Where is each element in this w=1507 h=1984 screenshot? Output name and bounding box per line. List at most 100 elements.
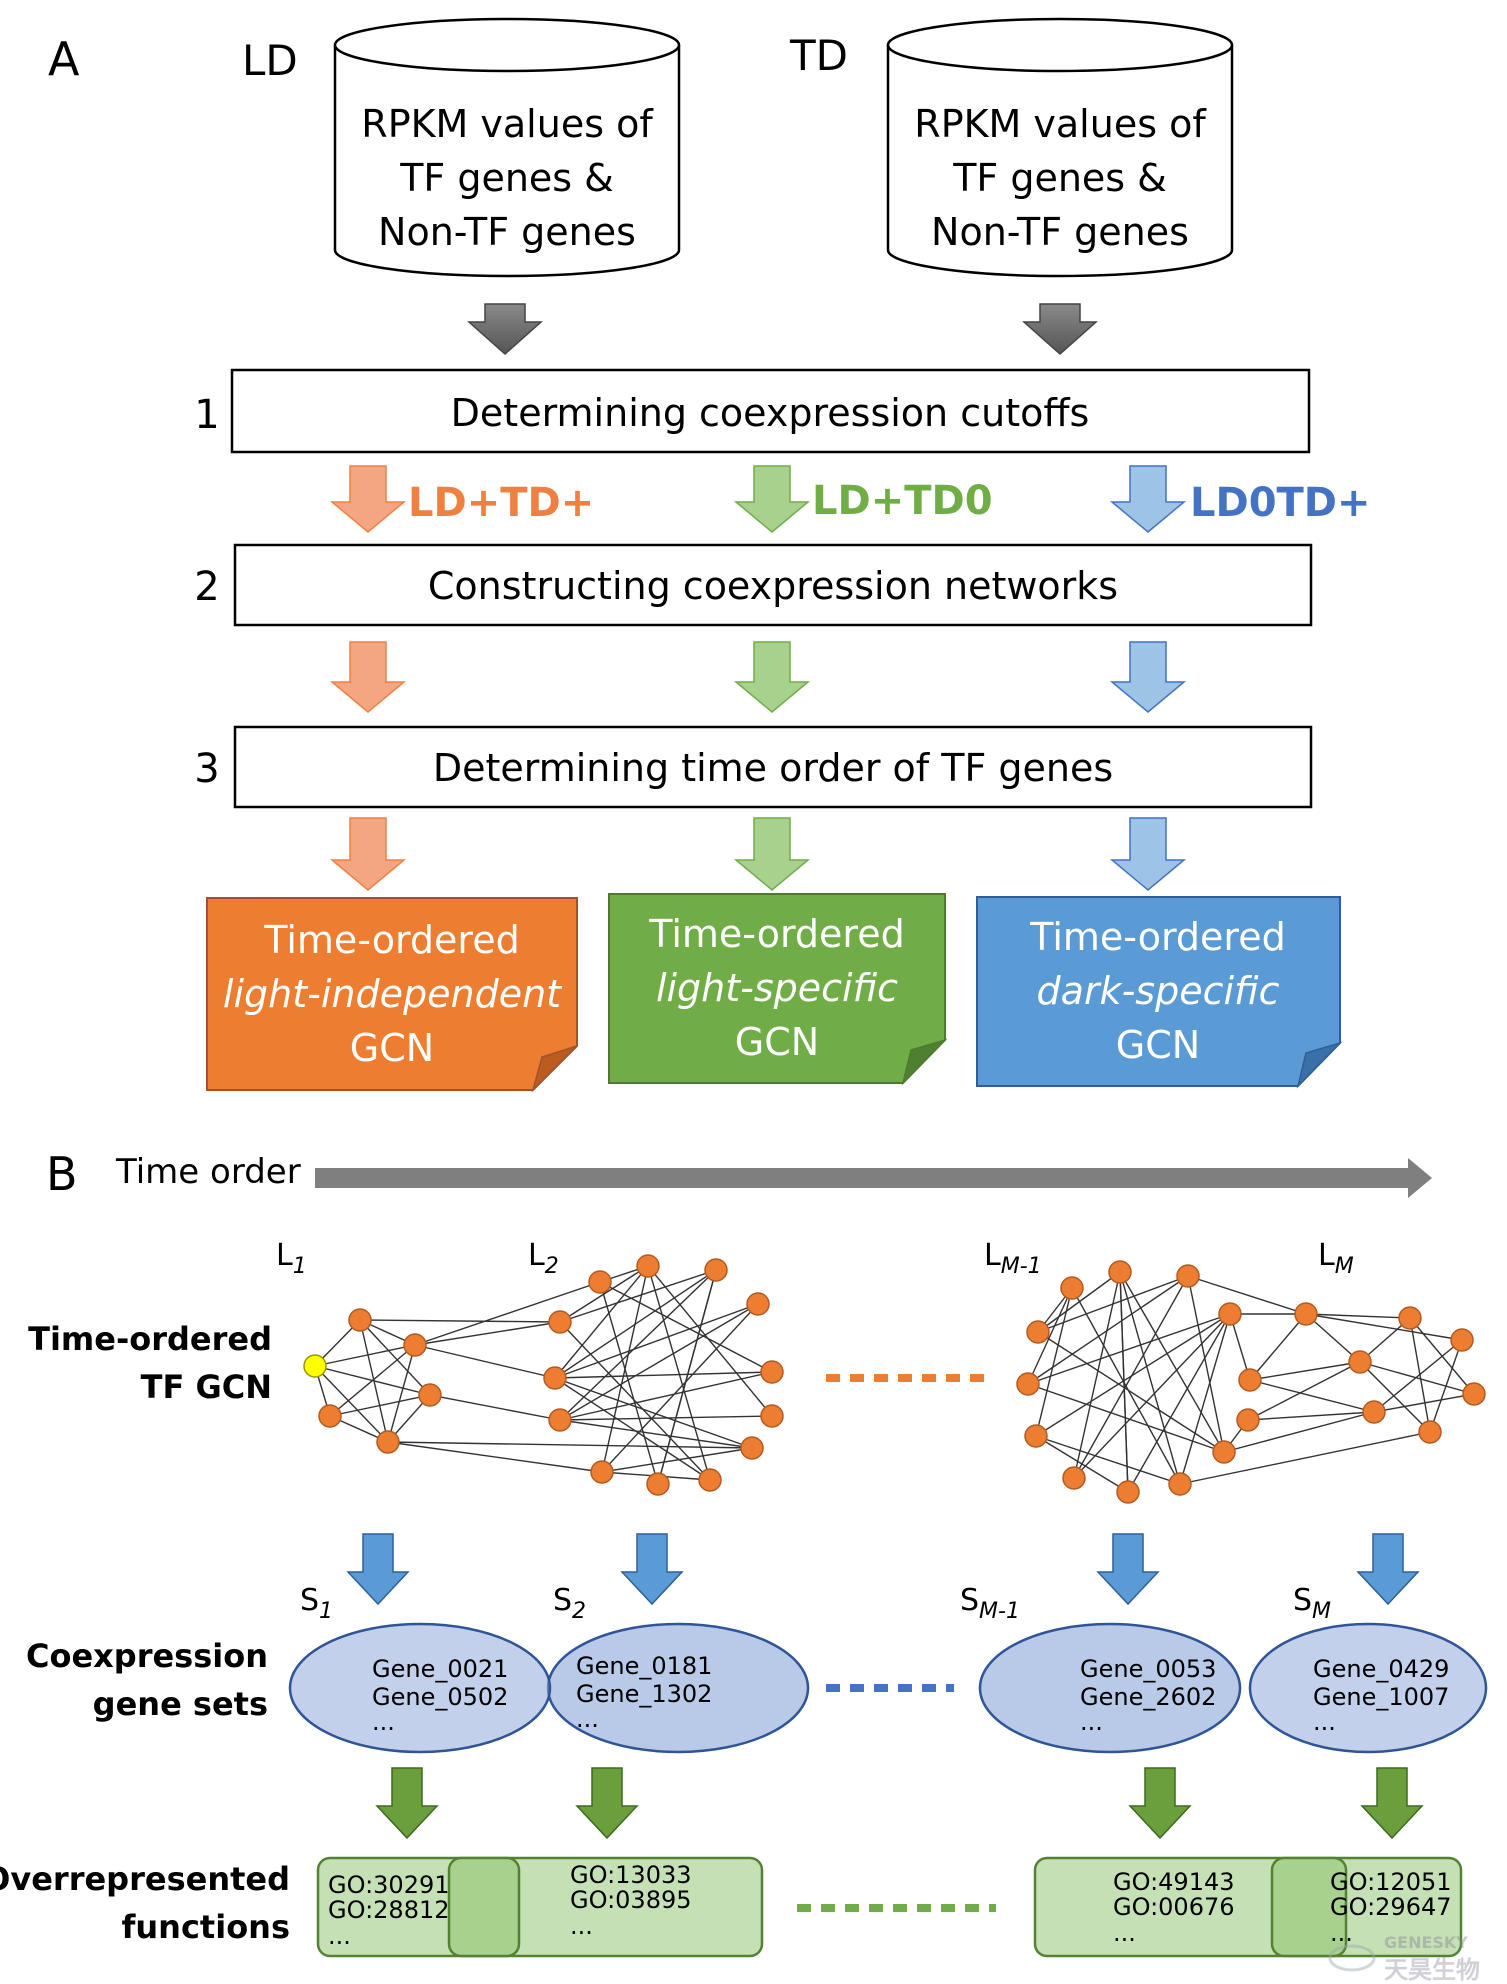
tf-node-d5 — [1398, 1306, 1422, 1330]
network-edge-83 — [1359, 1361, 1431, 1433]
ld-title: LD — [242, 36, 298, 85]
layer-label-l2: L2 — [528, 1238, 559, 1279]
sm-gene-1: Gene_0429 — [1313, 1655, 1449, 1683]
tf-node-d9 — [1362, 1400, 1386, 1424]
network-edge-26 — [599, 1281, 659, 1485]
arrow-ld-td-plus-row-2 — [329, 641, 407, 713]
tf-node-d8 — [1418, 1420, 1442, 1444]
set-arrow-2 — [620, 1533, 684, 1606]
network-edge-32 — [554, 1269, 717, 1379]
sm-1-gene-2: Gene_2602 — [1080, 1683, 1216, 1711]
network-edge-63 — [1035, 1435, 1129, 1493]
watermark-cn: 天昊生物 — [1384, 1956, 1480, 1984]
panel-b-label: B — [46, 1147, 78, 1201]
tf-node-c9 — [1116, 1480, 1140, 1504]
tf-node-c10 — [1168, 1472, 1192, 1496]
network-edge-79 — [1305, 1313, 1411, 1319]
function-box-right — [1033, 1856, 1463, 1958]
network-edge-77 — [1247, 1361, 1361, 1421]
network-edge-33 — [554, 1303, 759, 1379]
network-edge-39 — [559, 1419, 753, 1449]
function-arrow-2 — [575, 1767, 639, 1840]
seed-tf-node — [303, 1354, 327, 1378]
tf-node-c7 — [1024, 1424, 1048, 1448]
f3-term-3: ... — [1113, 1919, 1136, 1947]
network-edge-60 — [1037, 1275, 1189, 1333]
td-database-cylinder: TD RPKM values of TF genes & Non-TF gene… — [789, 17, 1234, 278]
tf-node-c5 — [1026, 1320, 1050, 1344]
time-order-arrow — [315, 1158, 1432, 1198]
output-light-specific-gcn: Time-ordered light-specific GCN — [608, 893, 948, 1086]
tf-node-d2 — [1236, 1408, 1260, 1432]
tf-node-b1 — [548, 1310, 572, 1334]
f3-term-1: GO:49143 — [1113, 1868, 1235, 1896]
row-label-functions-2: functions — [121, 1908, 290, 1946]
step-1: 1 Determining coexpression cutoffs — [194, 368, 1311, 454]
network-edge-8 — [359, 1319, 431, 1396]
tf-node-b12 — [548, 1408, 572, 1432]
td-line-1: RPKM values of — [914, 102, 1207, 146]
layer-label-l1: L1 — [276, 1238, 307, 1279]
set-label-sm: SM — [1293, 1583, 1331, 1624]
network-edge-43 — [554, 1265, 649, 1379]
network-edge-88 — [1373, 1393, 1475, 1413]
time-order-label: Time order — [115, 1152, 301, 1192]
tf-node-b5 — [746, 1292, 770, 1316]
tf-node-b8 — [740, 1436, 764, 1460]
layer-label-lm: LM — [1318, 1238, 1354, 1279]
step-3-label: Determining time order of TF genes — [433, 746, 1113, 790]
output-2-line-1: Time-ordered — [648, 912, 904, 956]
arrow-ld-td-zero-row-2 — [733, 641, 811, 713]
tf-node-c1 — [1060, 1276, 1084, 1300]
tf-node-d4 — [1348, 1350, 1372, 1374]
network-edge-45 — [554, 1377, 711, 1481]
network-edge-64 — [1035, 1435, 1181, 1485]
network-edge-57 — [1127, 1313, 1231, 1493]
network-edge-17 — [387, 1441, 603, 1473]
network-edge-65 — [1073, 1313, 1231, 1479]
network-edge-22 — [559, 1269, 717, 1323]
network-edge-19 — [329, 1394, 431, 1417]
network-edge-62 — [1027, 1313, 1231, 1385]
row-label-gcn-2: TF GCN — [141, 1368, 272, 1406]
gene-set-ellipse-sm — [1248, 1622, 1488, 1754]
set-arrow-1 — [346, 1533, 410, 1606]
set-label-sm-1: SM-1 — [960, 1583, 1020, 1624]
td-line-3: Non-TF genes — [931, 210, 1189, 254]
network-edge-29 — [647, 1265, 773, 1417]
tf-node-d6 — [1450, 1328, 1474, 1352]
category-label-ld-zero-td: LD0TD+ — [1190, 480, 1371, 526]
category-label-ld-td-zero: LD+TD0 — [812, 478, 993, 524]
arrow-ld-td-zero-row-3 — [733, 817, 811, 891]
network-edge-35 — [559, 1303, 759, 1421]
tf-node-d7 — [1462, 1382, 1486, 1406]
function-box-overlap-right — [1270, 1856, 1348, 1958]
f4-term-2: GO:29647 — [1330, 1893, 1452, 1921]
network-edge-18 — [429, 1394, 561, 1421]
network-edge-23 — [559, 1321, 711, 1481]
network-nodes — [303, 1254, 1486, 1504]
f1-term-3: ... — [328, 1922, 351, 1950]
sm-1-gene-1: Gene_0053 — [1080, 1655, 1216, 1683]
network-edge-55 — [1187, 1275, 1225, 1453]
s2-gene-2: Gene_1302 — [576, 1680, 712, 1708]
network-edge-44 — [601, 1447, 753, 1473]
tf-node-d1 — [1238, 1368, 1262, 1392]
network-edge-15 — [414, 1321, 561, 1346]
row-label-gcn-1: Time-ordered — [28, 1320, 272, 1358]
tf-node-b4 — [704, 1258, 728, 1282]
td-line-2: TF genes & — [952, 156, 1167, 200]
network-edge-16 — [414, 1344, 556, 1379]
network-edge-14 — [414, 1281, 601, 1346]
network-edge-74 — [1223, 1411, 1375, 1453]
tf-node-c2 — [1108, 1260, 1132, 1284]
f3-term-2: GO:00676 — [1113, 1893, 1235, 1921]
ld-line-2: TF genes & — [399, 156, 614, 200]
tf-node-b9 — [698, 1468, 722, 1492]
output-1-line-1: Time-ordered — [263, 918, 519, 962]
f2-term-2: GO:03895 — [570, 1886, 692, 1914]
output-3-line-2: dark-specific — [1037, 969, 1280, 1013]
network-edge-53 — [1027, 1275, 1189, 1385]
function-arrow-4 — [1360, 1767, 1424, 1840]
f1-term-1: GO:30291 — [328, 1871, 450, 1899]
